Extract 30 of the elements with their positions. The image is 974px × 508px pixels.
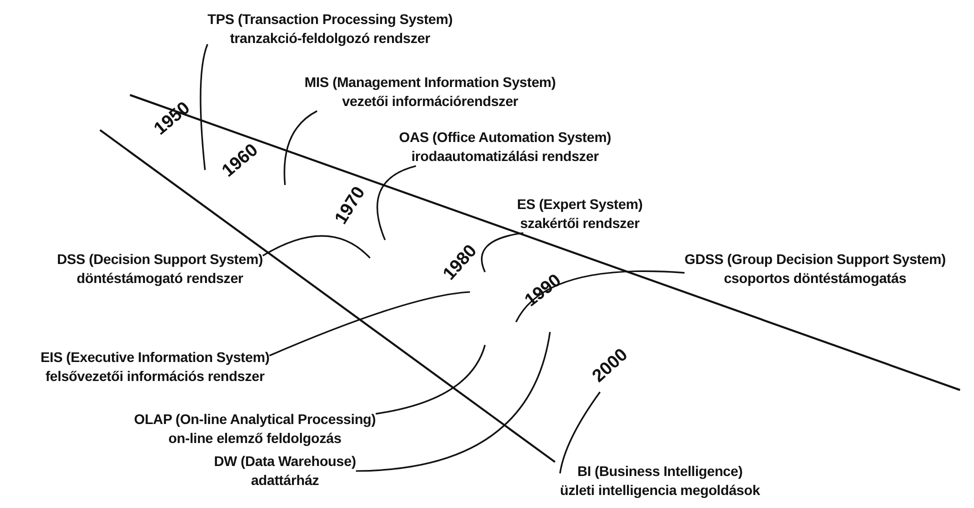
leader-line bbox=[376, 165, 416, 240]
term-translation: szakértői rendszer bbox=[519, 214, 640, 233]
term-label: GDSS (Group Decision Support System) bbox=[684, 250, 946, 269]
term-translation: on-line elemző feldolgozás bbox=[167, 429, 342, 448]
term-label: ES (Expert System) bbox=[517, 195, 643, 214]
term-label: OAS (Office Automation System) bbox=[399, 128, 612, 147]
leader-line bbox=[262, 235, 371, 259]
term-translation: felsővezetői információs rendszer bbox=[44, 367, 266, 386]
leader-line bbox=[376, 344, 486, 415]
term-translation: vezetői információrendszer bbox=[341, 92, 520, 111]
term-translation: üzleti intelligencia megoldások bbox=[560, 481, 760, 500]
term-translation: irodaautomatizálási rendszer bbox=[410, 147, 600, 166]
term-label: MIS (Management Information System) bbox=[304, 73, 556, 92]
leader-line bbox=[284, 110, 318, 186]
leader-line bbox=[559, 392, 601, 474]
term-label: OLAP (On-line Analytical Processing) bbox=[134, 410, 376, 429]
term-label: BI (Business Intelligence) bbox=[576, 462, 744, 481]
term-translation: csoportos döntéstámogatás bbox=[722, 269, 908, 288]
term-label: DSS (Decision Support System) bbox=[57, 250, 263, 269]
leader-line bbox=[356, 332, 551, 472]
term-label: TPS (Transaction Processing System) bbox=[208, 10, 453, 29]
term-translation: adattárház bbox=[250, 471, 320, 490]
leader-line bbox=[480, 232, 524, 272]
leader-line bbox=[515, 270, 685, 322]
term-label: DW (Data Warehouse) bbox=[214, 452, 356, 471]
leader-line bbox=[269, 291, 470, 356]
term-translation: döntéstámogató rendszer bbox=[76, 269, 244, 288]
term-translation: tranzakció-feldolgozó rendszer bbox=[228, 29, 432, 48]
term-label: EIS (Executive Information System) bbox=[40, 348, 270, 367]
leader-line bbox=[200, 44, 208, 170]
